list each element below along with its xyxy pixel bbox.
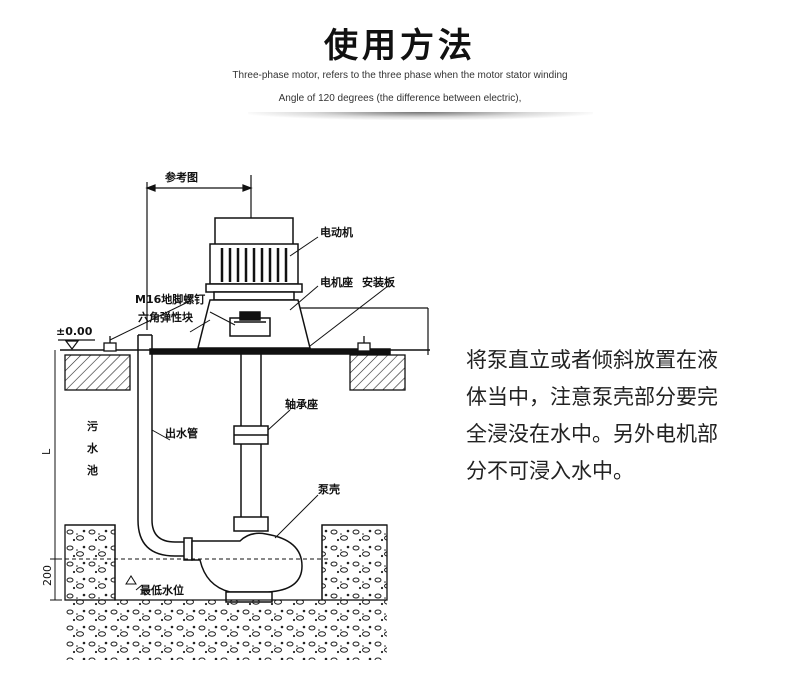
label-hex-block: 六角弹性块 [138, 310, 194, 324]
page-title: 使用方法 [324, 26, 476, 66]
ground-right [349, 336, 406, 391]
label-zero-level: ±0.00 [56, 325, 93, 338]
right-level-line [300, 307, 429, 355]
label-min-water-level: 最低水位 [140, 583, 184, 597]
pump-shaft-column [233, 353, 269, 532]
pit-left-wall [64, 524, 116, 601]
label-bearing-seat: 轴承座 [285, 397, 318, 411]
label-pump-casing: 泵壳 [318, 482, 340, 496]
min-water-level-marker [125, 575, 137, 585]
description-line-4: 分不可浸入水中。 [466, 459, 634, 483]
label-motor-base: 电机座 [320, 275, 353, 289]
description-line-2: 体当中，注意泵壳部分要完 [466, 385, 718, 409]
motor [205, 217, 303, 301]
label-sewage-pool-1: 污 [87, 419, 98, 433]
label-motor: 电动机 [320, 225, 353, 239]
title-shadow-divider [248, 112, 593, 120]
pump-casing [191, 532, 303, 603]
subtitle-line-1: Three-phase motor, refers to the three p… [232, 70, 568, 81]
label-outlet-pipe: 出水管 [165, 426, 198, 440]
leader-lines [109, 236, 389, 591]
label-anchor-bolt: M16地脚螺钉 [135, 292, 205, 306]
depth-dimension [50, 350, 62, 601]
outlet-pipe [137, 334, 193, 561]
motor-base [197, 299, 311, 349]
description-line-3: 全浸没在水中。另外电机部 [466, 422, 718, 446]
description-line-1: 将泵直立或者倾斜放置在液 [466, 348, 718, 372]
label-mount-plate: 安装板 [362, 275, 396, 289]
reference-dimension [145, 175, 253, 330]
pit-right-wall [321, 524, 388, 601]
label-sewage-pool-2: 水 [87, 441, 99, 455]
label-sewage-pool-3: 池 [87, 463, 98, 477]
pit-outline [65, 524, 387, 601]
pump-installation-diagram: 参考图 ±0.0 [40, 170, 430, 660]
pit-floor [65, 600, 387, 660]
subtitle-line-2: Angle of 120 degrees (the difference bet… [278, 93, 522, 104]
label-depth: L [40, 448, 53, 455]
label-bottom-gap: 200 [41, 565, 54, 586]
label-reference: 参考图 [165, 170, 198, 184]
usage-description: 将泵直立或者倾斜放置在液 体当中，注意泵壳部分要完 全浸没在水中。另外电机部 分… [466, 342, 766, 490]
zero-level-mark [58, 339, 95, 350]
